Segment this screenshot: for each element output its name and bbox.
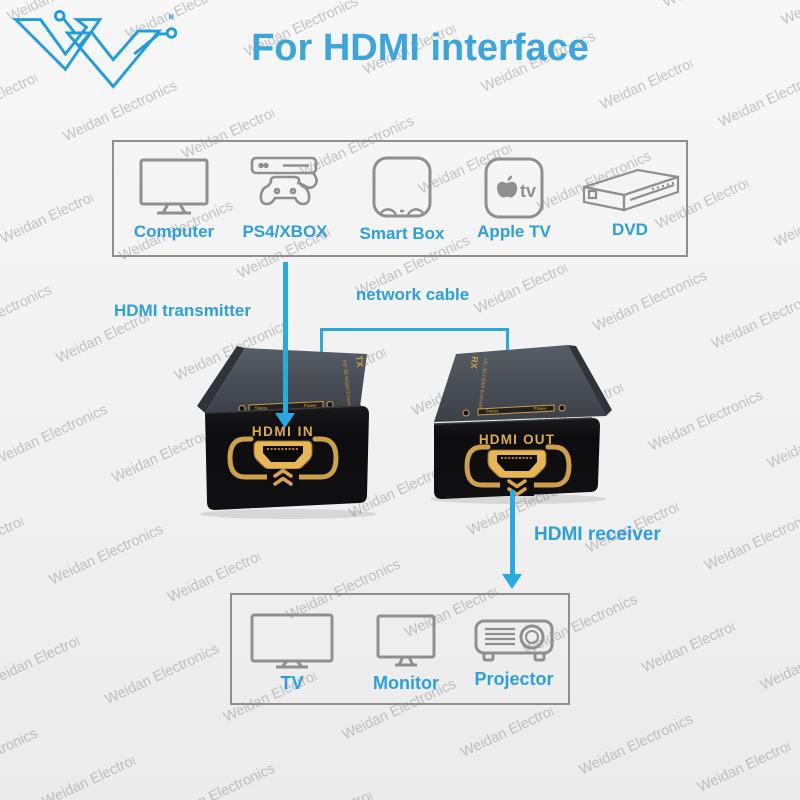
network-cable-label: network cable	[355, 285, 470, 304]
projector-icon	[474, 619, 554, 662]
source-label: DVD	[612, 220, 648, 239]
source-label: Computer	[133, 222, 215, 241]
receiver-to-display-arrow-line	[510, 490, 515, 575]
dvd-player-icon	[582, 168, 680, 212]
receiver-port-label: HDMI OUT	[479, 432, 555, 447]
display-devices-panel: TV Monitor	[230, 593, 570, 705]
registered-mark: R	[169, 13, 175, 22]
receiver-unit-marking: RX	[469, 356, 480, 369]
page-title: For HDMI interface	[251, 27, 589, 69]
transmitter-power-label: Power	[304, 403, 317, 408]
receiver-model-marking: HD 3D HDMI Extender	[476, 358, 487, 411]
receiver-status-label: Status	[486, 409, 500, 414]
transmitter-port-label: HDMI IN	[252, 424, 314, 439]
tv-icon	[250, 613, 334, 669]
source-label: Apple TV	[477, 222, 551, 241]
display-item-monitor: Monitor	[360, 613, 452, 694]
source-item-dvd: DVD	[576, 162, 684, 240]
source-item-smart-box: Smart Box	[347, 154, 457, 244]
transmitter-status-label: Status	[255, 406, 269, 411]
display-label: Projector	[474, 669, 554, 689]
apple-tv-icon-text: tv	[520, 181, 536, 201]
source-item-computer: Computer	[119, 156, 229, 242]
apple-tv-icon: tv	[484, 157, 544, 219]
transmitter-unit-marking: TX	[354, 355, 365, 367]
source-label: PS4/XBOX	[242, 222, 328, 241]
display-item-projector: Projector	[466, 615, 562, 690]
receiver-to-display-arrow-head	[502, 574, 522, 589]
source-to-transmitter-arrow-head	[275, 413, 295, 428]
transmitter-label: HDMI transmitter	[114, 301, 251, 320]
source-devices-panel: Computer PS4/XBOX	[112, 140, 688, 257]
source-label: Smart Box	[359, 224, 445, 243]
receiver-power-label: Power	[534, 406, 547, 411]
display-label: TV	[280, 673, 304, 693]
monitor-icon	[376, 614, 436, 667]
transmitter-model-marking: HD 3D HDMI Extender	[341, 360, 352, 413]
source-to-transmitter-arrow-line	[283, 262, 288, 414]
receiver-label: HDMI receiver	[534, 524, 661, 545]
source-item-console: PS4/XBOX	[230, 154, 340, 242]
weidan-logo: R	[12, 10, 178, 89]
display-item-tv: TV	[244, 611, 340, 694]
receiver-device: RX HD 3D HDMI Extender Status Power HDMI…	[420, 332, 626, 513]
computer-icon	[139, 158, 209, 215]
game-console-icon	[250, 156, 318, 206]
display-label: Monitor	[373, 673, 439, 693]
smart-box-icon	[372, 156, 432, 218]
transmitter-device: TX HD 3D HDMI Extender Status Power HDMI…	[193, 334, 398, 527]
source-item-apple-tv: tv Apple TV	[459, 156, 569, 242]
